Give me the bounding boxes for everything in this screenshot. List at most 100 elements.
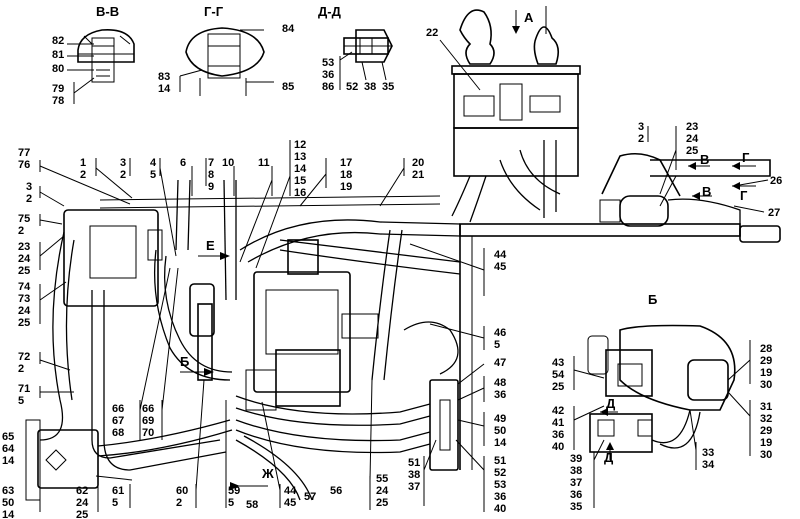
callout: 33: [702, 447, 714, 459]
callout: 3: [120, 157, 126, 169]
callout: 37: [408, 481, 420, 493]
callout: 25: [76, 509, 88, 519]
callout: 2: [26, 193, 32, 205]
callout: 71: [18, 383, 30, 395]
callout: 44: [284, 485, 297, 497]
callout: 69: [142, 415, 154, 427]
callout: 26: [770, 175, 782, 187]
reservoir-bottom-left: [25, 419, 233, 501]
detail-view-b: Б: [587, 292, 736, 453]
callout: 55: [376, 473, 388, 485]
callout: 10: [222, 157, 234, 169]
callout: 24: [76, 497, 89, 509]
callout: 16: [294, 187, 306, 199]
callout: 5: [112, 497, 118, 509]
hydraulic-pump-block: [63, 209, 459, 471]
callout: 53: [494, 479, 506, 491]
callout: 38: [570, 465, 582, 477]
callout: 22: [426, 27, 438, 39]
callout: 37: [570, 477, 582, 489]
dd-callouts: 53 36 86 52 38 35: [322, 57, 394, 93]
view-marker-g1: Г: [742, 150, 750, 165]
callout: 31: [760, 401, 772, 413]
callout: 76: [18, 159, 30, 171]
callout: 17: [340, 157, 352, 169]
callout: 1: [80, 157, 86, 169]
callout: 72: [18, 351, 30, 363]
callout: 23: [686, 121, 698, 133]
leader-lines: [39, 126, 769, 512]
callout: 25: [18, 265, 30, 277]
callout: 18: [340, 169, 352, 181]
callout: 56: [330, 485, 342, 497]
callout: 49: [494, 413, 506, 425]
callout: 40: [552, 441, 564, 453]
callout: 41: [552, 417, 564, 429]
callout: 24: [18, 253, 31, 265]
callout: 14: [2, 509, 15, 519]
callout: 58: [246, 499, 258, 511]
callout: 36: [552, 429, 564, 441]
callout: 14: [2, 455, 15, 467]
callout: 62: [76, 485, 88, 497]
callout: 51: [408, 457, 420, 469]
callout: 30: [760, 449, 772, 461]
callout: 2: [80, 169, 86, 181]
callout: 38: [408, 469, 420, 481]
callout: 54: [552, 369, 565, 381]
callout: 28: [760, 343, 772, 355]
callouts-bottom-row: 66 67 68 66 69 70 65 64 14 63 50 14 62 2…: [2, 403, 420, 519]
view-markers: Е Б Ж В В Г Г Д Д: [180, 150, 756, 490]
callout: 63: [2, 485, 14, 497]
callout: 79: [52, 83, 64, 95]
callout: 21: [412, 169, 424, 181]
callout: 51: [494, 455, 506, 467]
callouts-upper-right: 3 2 23 24 25 26 27: [638, 121, 782, 219]
callout: 82: [52, 35, 64, 47]
callout: 5: [18, 395, 24, 407]
callout: 47: [494, 357, 506, 369]
callouts-right-column: 44 45 46 5 47 48 36 49 50 14 51 52 53 36…: [494, 249, 507, 515]
callout: 73: [18, 293, 30, 305]
callout: 32: [760, 413, 772, 425]
frame-and-pipes: [99, 152, 781, 470]
callout: 24: [376, 485, 389, 497]
callout: 24: [18, 305, 31, 317]
callout: 30: [760, 379, 772, 391]
gg-callouts: 84 85 83 14: [158, 23, 295, 95]
callout: 25: [686, 145, 698, 157]
callout: 42: [552, 405, 564, 417]
callout: 45: [494, 261, 506, 273]
callout: 36: [322, 69, 334, 81]
callout: 65: [2, 431, 14, 443]
callout: 14: [294, 163, 307, 175]
joystick-control-unit: А: [451, 6, 581, 223]
callout: 66: [142, 403, 154, 415]
callout: 38: [364, 81, 376, 93]
view-arrow-a: А: [524, 10, 534, 25]
callout: 34: [702, 459, 715, 471]
callout: 50: [2, 497, 14, 509]
section-title-gg: Г-Г: [204, 4, 224, 19]
section-title-vv: В-В: [96, 4, 119, 19]
callout: 60: [176, 485, 188, 497]
hose-lines: [39, 179, 459, 501]
callout: 24: [686, 133, 699, 145]
callout: 35: [570, 501, 582, 513]
callout: 35: [382, 81, 394, 93]
callout: 45: [284, 497, 296, 509]
callout: 5: [494, 339, 500, 351]
callout: 53: [322, 57, 334, 69]
callout: 39: [570, 453, 582, 465]
callout: 2: [638, 133, 644, 145]
callout: 36: [570, 489, 582, 501]
callout: 61: [112, 485, 124, 497]
callout: 83: [158, 71, 170, 83]
callout: 68: [112, 427, 124, 439]
callout: 67: [112, 415, 124, 427]
callout: 52: [346, 81, 358, 93]
callout: 3: [26, 181, 32, 193]
view-marker-e: Е: [206, 238, 215, 253]
section-view-dd: Д-Д: [318, 4, 393, 90]
